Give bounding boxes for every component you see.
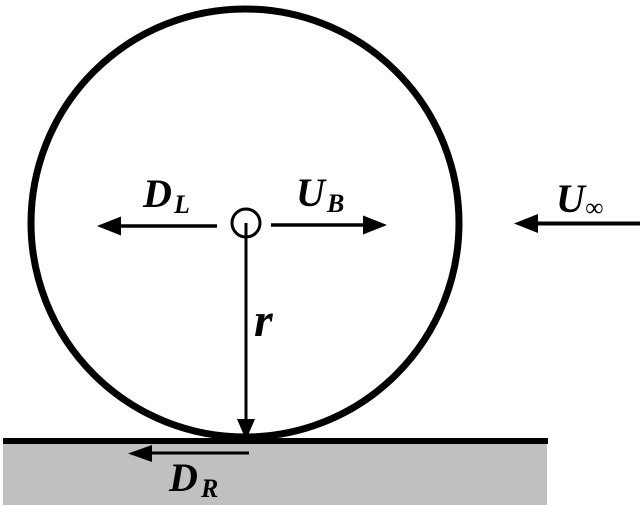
- uinf-arrowhead-icon: [514, 214, 538, 233]
- radius-arrowhead-icon: [237, 419, 255, 440]
- dr-label-sub: R: [200, 474, 218, 503]
- dl-label: D L: [142, 171, 190, 219]
- uinf-label: U ∞: [556, 176, 604, 222]
- wall-fill: [3, 443, 547, 505]
- ub-arrowhead-icon: [363, 215, 387, 235]
- uinf-label-sub: ∞: [585, 193, 604, 222]
- dr-force-arrow: [128, 445, 249, 462]
- dl-label-main: D: [142, 171, 172, 216]
- dr-arrowhead-icon: [128, 445, 152, 462]
- ub-label-sub: B: [326, 189, 344, 218]
- dl-arrowhead-icon: [97, 216, 121, 236]
- dr-label-main: D: [168, 455, 198, 500]
- radius-label: r: [254, 294, 274, 347]
- dl-label-sub: L: [173, 190, 190, 219]
- ub-label-main: U: [296, 170, 327, 215]
- uinf-flow-arrow: [514, 214, 640, 233]
- ub-label: U B: [296, 170, 344, 218]
- wall-surface-line: [3, 438, 548, 444]
- dr-label: D R: [168, 455, 218, 503]
- ub-velocity-arrow: [271, 215, 387, 235]
- radius-label-main: r: [254, 294, 274, 347]
- dl-force-arrow: [97, 216, 217, 236]
- radius-arrow: [237, 223, 255, 440]
- uinf-label-main: U: [556, 176, 587, 221]
